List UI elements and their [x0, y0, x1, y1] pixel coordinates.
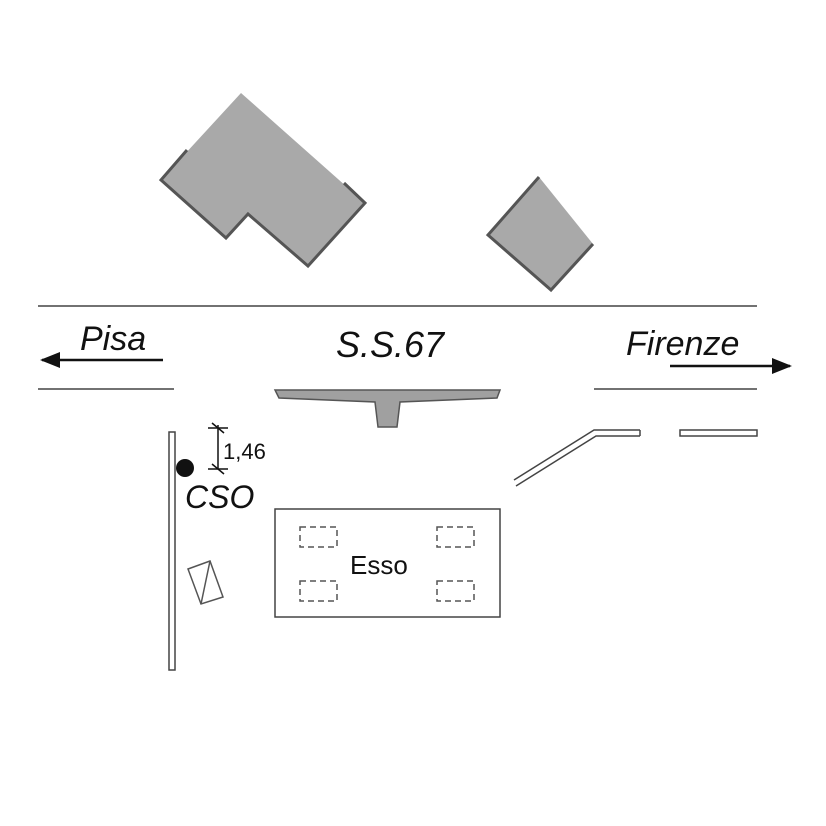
curb-west — [168, 431, 176, 671]
label-esso: Esso — [350, 550, 408, 580]
building-large — [158, 93, 368, 269]
dimension-marker — [208, 422, 228, 475]
building-small — [485, 176, 595, 293]
label-firenze: Firenze — [626, 325, 739, 363]
label-road: S.S.67 — [336, 324, 446, 365]
label-pisa: Pisa — [80, 320, 146, 358]
label-cso: CSO — [185, 479, 254, 515]
label-measurement: 1,46 — [223, 439, 266, 464]
cso-point-icon — [176, 459, 194, 477]
fuel-pumps — [299, 526, 475, 602]
object-box-icon — [187, 560, 224, 605]
esso-station — [274, 508, 501, 618]
traffic-island — [273, 389, 502, 428]
curb-east — [513, 429, 758, 487]
